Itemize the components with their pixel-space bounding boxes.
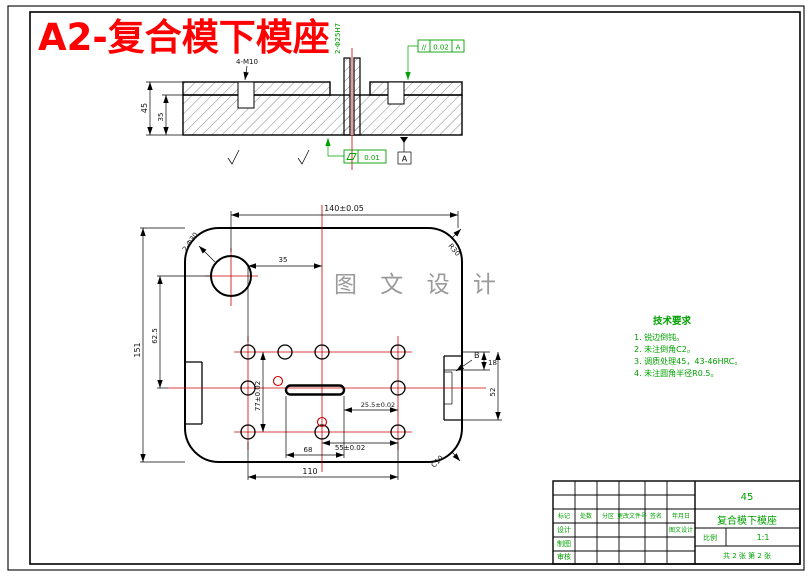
tb-scale-value: 1:1 bbox=[757, 533, 770, 542]
label-top-holes: 4-M10 bbox=[236, 58, 258, 66]
view-b-label: B bbox=[474, 351, 480, 360]
tol-parallel-symbol: // bbox=[422, 44, 427, 52]
note-line-4: 4. 未注圆角半径R0.5。 bbox=[634, 368, 718, 378]
centerlines bbox=[168, 205, 486, 472]
parallelism-tolerance-frame: // 0.02 A bbox=[405, 39, 465, 80]
tb-company: 图文设计 bbox=[669, 526, 693, 534]
section-body bbox=[182, 57, 463, 136]
section-dimensions: 45 35 4-M10 2-Φ25H7 bbox=[140, 23, 342, 136]
tb-row-draw: 制图 bbox=[557, 539, 571, 548]
note-line-1: 1. 锐边倒钝。 bbox=[634, 332, 684, 342]
tb-header-date: 年月日 bbox=[672, 512, 690, 520]
section-view: 45 35 4-M10 2-Φ25H7 // 0.02 A 0.01 bbox=[140, 23, 465, 170]
leader-big-holes-label: 2-Φ30 bbox=[181, 231, 200, 253]
tol-parallel-value: 0.02 bbox=[433, 44, 449, 52]
tb-sheet-info: 共 2 张 第 2 张 bbox=[723, 551, 771, 560]
dim-25-5-label: 25.5±0.02 bbox=[361, 401, 395, 409]
tol-flatness-value: 0.01 bbox=[364, 154, 380, 162]
left-recess bbox=[185, 361, 203, 425]
tb-header-doc: 更改文件号 bbox=[617, 512, 647, 520]
dim-55-label: 55±0.02 bbox=[335, 444, 365, 452]
t-slot-left bbox=[237, 81, 255, 109]
dim-18-label: 18 bbox=[488, 359, 497, 367]
tb-material: 45 bbox=[741, 492, 754, 503]
dim-68-label: 68 bbox=[304, 446, 313, 454]
dowel-position-mark bbox=[316, 416, 328, 428]
note-line-2: 2. 未注倒角C2。 bbox=[634, 344, 695, 354]
notes-title: 技术要求 bbox=[653, 315, 692, 327]
leader-corner-label: R30 bbox=[446, 242, 461, 258]
datum-triangle-icon bbox=[400, 137, 408, 143]
dim-height-label: 151 bbox=[133, 342, 142, 357]
center-bushing-left bbox=[343, 57, 351, 136]
outer-border bbox=[7, 5, 805, 571]
tb-header-count: 处数 bbox=[580, 512, 592, 520]
flatness-symbol-icon bbox=[346, 153, 357, 160]
tb-part-name: 复合模下模座 bbox=[717, 514, 777, 527]
center-bushing-right bbox=[353, 57, 361, 136]
dim-35-label: 35 bbox=[279, 256, 288, 264]
dim-62-5-label: 62.5 bbox=[151, 328, 159, 344]
tol-parallel-datum: A bbox=[456, 44, 461, 52]
dim-110-label: 110 bbox=[302, 467, 317, 476]
bolt-holes bbox=[240, 344, 406, 440]
note-line-3: 3. 调质处理45，43-46HRC。 bbox=[634, 356, 742, 366]
plan-view: 140±0.05 35 151 62.5 77±0.02 18 bbox=[133, 204, 502, 480]
dim-section-45: 45 bbox=[140, 103, 149, 113]
tb-header-zone: 分区 bbox=[602, 512, 614, 520]
title-block-outline bbox=[552, 480, 801, 565]
tb-header-sign: 签名 bbox=[650, 512, 662, 520]
drawing-title: A2-复合模下模座 bbox=[38, 16, 330, 59]
title-block: 标记 处数 分区 更改文件号 签名 年月日 设计 制图 审核 图文设计 45 复… bbox=[552, 480, 801, 565]
dim-section-35: 35 bbox=[157, 113, 165, 122]
border-frame bbox=[7, 5, 805, 571]
datum-flag: A bbox=[397, 137, 412, 165]
dim-77-label: 77±0.02 bbox=[254, 381, 262, 411]
plate-outline bbox=[184, 227, 463, 463]
label-center-hole: 2-Φ25H7 bbox=[334, 23, 342, 54]
watermark-text: 图 文 设 计 bbox=[334, 272, 504, 298]
leader-chamfer-label: C10 bbox=[430, 454, 445, 469]
tech-notes: 技术要求 1. 锐边倒钝。 2. 未注倒角C2。 3. 调质处理45，43-46… bbox=[634, 315, 742, 378]
t-slot-right bbox=[387, 81, 405, 105]
tb-row-check: 审核 bbox=[557, 552, 571, 561]
dowel-position-mark bbox=[272, 375, 284, 387]
dim-width-label: 140±0.05 bbox=[324, 204, 364, 213]
roughness-icon bbox=[227, 149, 240, 165]
inner-border bbox=[29, 11, 801, 565]
plan-dimensions: 140±0.05 35 151 62.5 77±0.02 18 bbox=[133, 204, 502, 480]
center-slot bbox=[284, 384, 346, 396]
flatness-tolerance-frame: 0.01 bbox=[325, 138, 387, 164]
tb-header-mark: 标记 bbox=[558, 512, 570, 520]
datum-letter: A bbox=[402, 155, 408, 164]
tb-row-design: 设计 bbox=[557, 525, 571, 534]
tb-scale-label: 比例 bbox=[703, 533, 717, 542]
dim-52-label: 52 bbox=[489, 388, 497, 397]
roughness-icon bbox=[297, 149, 310, 165]
